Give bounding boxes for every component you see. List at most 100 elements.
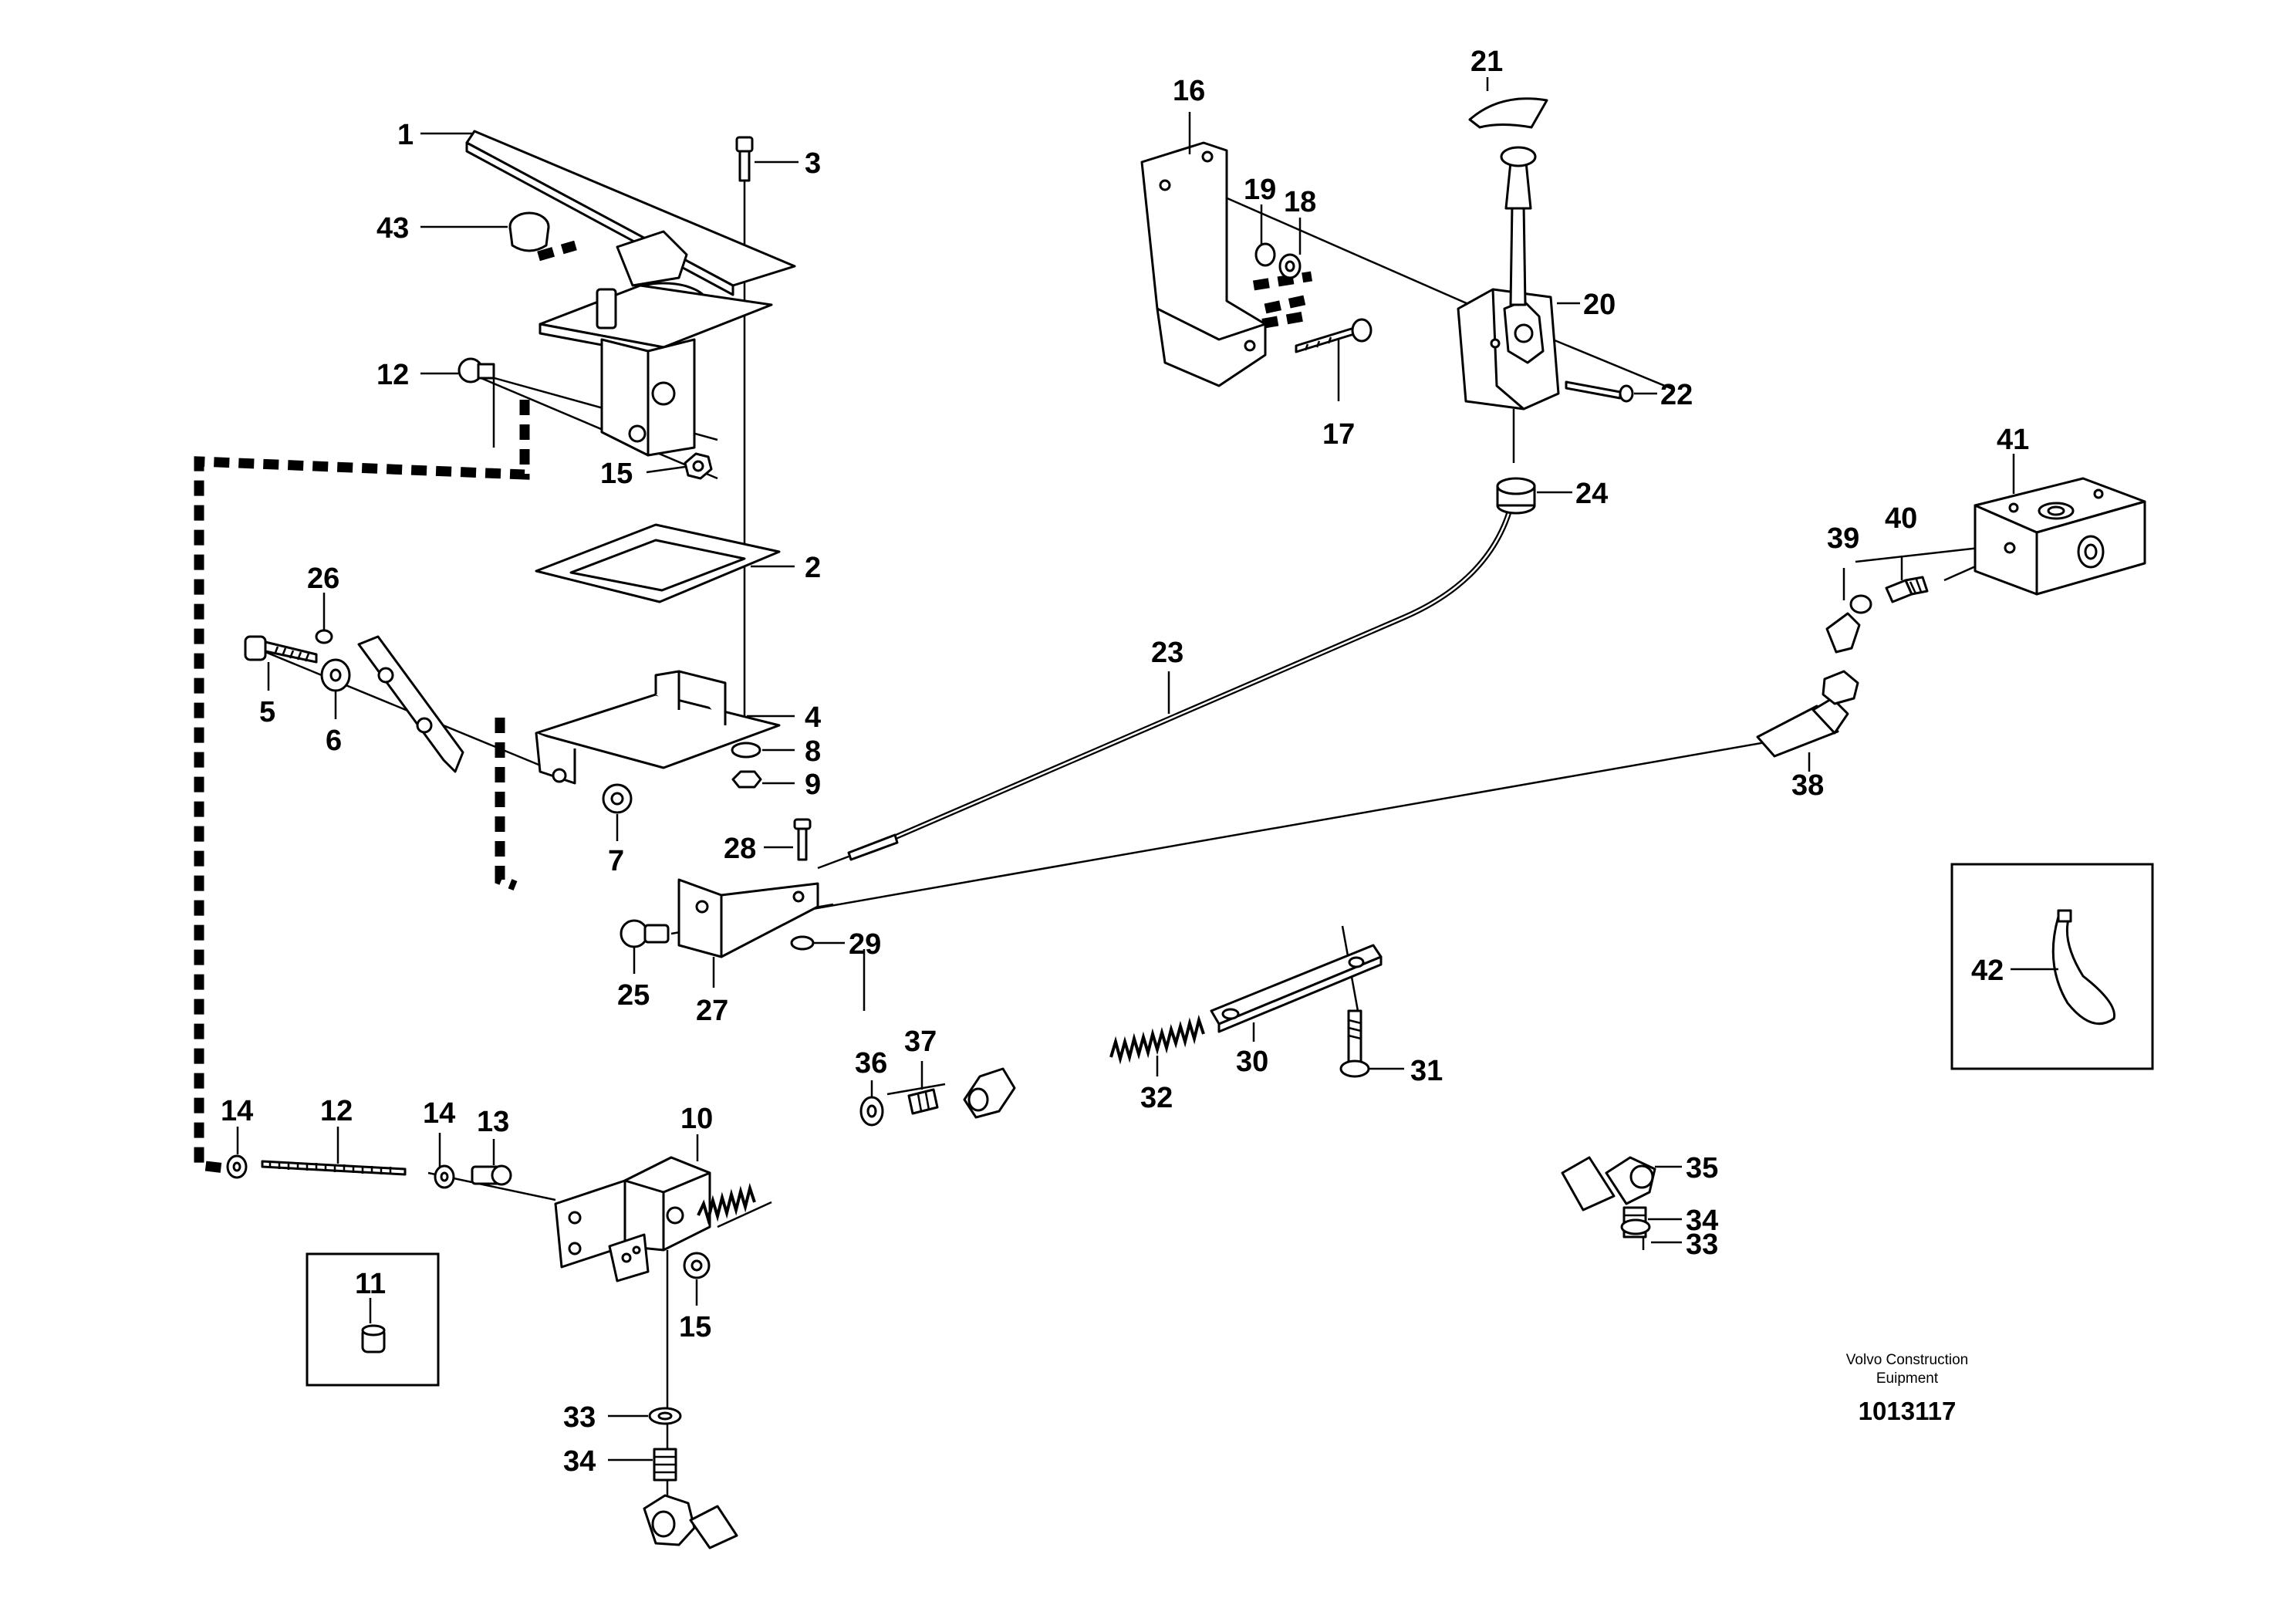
washer-8 bbox=[731, 742, 761, 759]
washer-6 bbox=[320, 658, 351, 692]
pedal-base bbox=[539, 284, 773, 457]
label-34-right: 34 bbox=[1686, 1205, 1718, 1237]
ball-joint-lower bbox=[471, 1164, 512, 1186]
label-5: 5 bbox=[259, 696, 275, 728]
lower-hose bbox=[643, 1156, 1656, 1549]
nut-14-left bbox=[226, 1154, 248, 1179]
movement-arrow bbox=[1468, 97, 1548, 129]
caption-line-2: Euipment bbox=[1876, 1370, 1939, 1387]
nut-9 bbox=[731, 770, 762, 789]
bolt-3 bbox=[735, 136, 754, 182]
label-10: 10 bbox=[680, 1103, 713, 1135]
control-lever bbox=[1457, 146, 1560, 411]
bolt-17 bbox=[1295, 318, 1373, 353]
label-31: 31 bbox=[1410, 1055, 1443, 1087]
label-13-upper: 12 bbox=[376, 359, 409, 391]
label-21: 21 bbox=[1470, 46, 1503, 78]
control-cable bbox=[817, 501, 1515, 870]
label-14-right: 14 bbox=[423, 1097, 455, 1130]
assembly-lines bbox=[255, 164, 2014, 1528]
label-43: 43 bbox=[376, 212, 409, 245]
label-17: 17 bbox=[1322, 418, 1355, 451]
label-1: 1 bbox=[397, 119, 414, 151]
label-20: 20 bbox=[1583, 289, 1616, 321]
label-36: 36 bbox=[855, 1047, 887, 1080]
label-39: 39 bbox=[1827, 522, 1859, 555]
part-11-box bbox=[306, 1252, 440, 1387]
label-7: 7 bbox=[608, 845, 624, 877]
bracket-27 bbox=[677, 878, 819, 958]
bolt-5 bbox=[244, 635, 318, 664]
label-28: 28 bbox=[724, 833, 756, 865]
label-6: 6 bbox=[326, 725, 342, 757]
bump-stop bbox=[508, 211, 550, 252]
elbow-39 bbox=[1825, 594, 1872, 654]
label-12: 12 bbox=[320, 1095, 353, 1127]
washer-36 bbox=[859, 1096, 884, 1127]
washer-33-right bbox=[1620, 1218, 1651, 1235]
label-38: 38 bbox=[1791, 769, 1824, 802]
dashed-routing-lines bbox=[194, 240, 1313, 1174]
valve-bracket bbox=[554, 1156, 711, 1282]
cable-tie-box bbox=[1950, 863, 2154, 1070]
label-42: 42 bbox=[1971, 955, 2004, 987]
label-22: 22 bbox=[1660, 379, 1693, 411]
washer-33-left bbox=[648, 1407, 682, 1425]
bolt-22 bbox=[1565, 380, 1634, 403]
label-2: 2 bbox=[805, 552, 821, 584]
caption-line-1: Volvo Construction bbox=[1846, 1352, 1968, 1368]
label-27: 27 bbox=[696, 995, 728, 1027]
label-11: 11 bbox=[355, 1268, 386, 1300]
link-plate bbox=[1210, 944, 1383, 1033]
bracket-16 bbox=[1140, 141, 1267, 387]
label-41: 41 bbox=[1997, 424, 2029, 456]
label-23: 23 bbox=[1151, 637, 1183, 669]
label-33-right: 33 bbox=[1686, 1228, 1718, 1261]
label-9: 9 bbox=[805, 769, 821, 801]
label-29: 29 bbox=[849, 928, 881, 961]
label-37: 37 bbox=[904, 1026, 937, 1058]
nut-14-right bbox=[434, 1164, 455, 1189]
label-26: 26 bbox=[307, 563, 339, 595]
nipple-37 bbox=[907, 1088, 939, 1115]
nut-upper bbox=[684, 452, 713, 480]
label-15-lower: 15 bbox=[679, 1311, 711, 1343]
ball-joint-25 bbox=[620, 919, 670, 948]
bolt-28 bbox=[793, 818, 812, 861]
hose-nut-upper bbox=[963, 1067, 1016, 1119]
label-34-left: 34 bbox=[563, 1445, 596, 1478]
label-14-left: 14 bbox=[221, 1095, 253, 1127]
washer-18 bbox=[1278, 253, 1302, 279]
callouts: 1 43 3 12 15 2 26 5 6 7 4 8 9 28 29 25 2 bbox=[221, 46, 2058, 1478]
hose-end-38 bbox=[1756, 670, 1859, 758]
label-30: 30 bbox=[1236, 1046, 1268, 1078]
threaded-rod bbox=[261, 1160, 407, 1176]
label-16: 16 bbox=[1173, 75, 1205, 107]
bracket-4 bbox=[535, 670, 781, 785]
bolt-31 bbox=[1339, 1009, 1370, 1078]
nut-7 bbox=[602, 783, 633, 814]
document-number: 1013117 bbox=[1859, 1397, 1957, 1425]
label-4: 4 bbox=[805, 701, 821, 734]
nut-19 bbox=[1254, 242, 1276, 267]
valve-block bbox=[1974, 477, 2146, 596]
label-8: 8 bbox=[805, 735, 821, 768]
grommet bbox=[1496, 477, 1536, 515]
adapter-40 bbox=[1885, 576, 1929, 603]
washer-26 bbox=[315, 629, 333, 644]
label-15-upper: 15 bbox=[600, 458, 633, 490]
lever-arm bbox=[357, 635, 464, 773]
label-33-left: 33 bbox=[563, 1401, 596, 1434]
label-25: 25 bbox=[617, 979, 650, 1012]
spring-10 bbox=[697, 1182, 756, 1225]
label-40: 40 bbox=[1885, 502, 1917, 535]
label-18: 18 bbox=[1284, 186, 1316, 218]
spring-32 bbox=[1109, 1014, 1205, 1065]
pedal bbox=[465, 130, 796, 328]
label-3: 3 bbox=[805, 147, 821, 180]
label-13-lower: 13 bbox=[477, 1106, 509, 1138]
nipple-34-left bbox=[653, 1448, 677, 1482]
label-35: 35 bbox=[1686, 1152, 1718, 1184]
gasket bbox=[535, 523, 781, 603]
